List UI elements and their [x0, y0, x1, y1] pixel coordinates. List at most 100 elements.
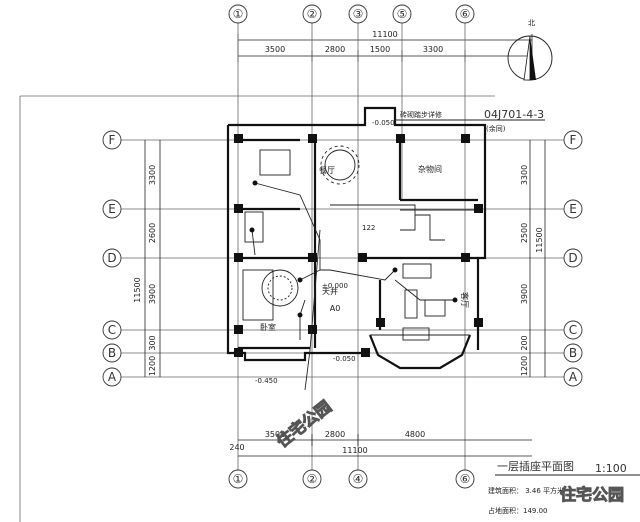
top-dim-4: 3300: [423, 45, 443, 54]
axis-bubble-bottom-6: ⑥: [455, 469, 475, 489]
axis-bubble-top-2: ②: [302, 4, 322, 24]
axis-bubble-bottom-1: ①: [228, 469, 248, 489]
north-label: 北: [528, 19, 535, 27]
svg-text:B: B: [569, 346, 577, 360]
svg-text:A: A: [108, 370, 117, 384]
svg-text:B: B: [108, 346, 116, 360]
left-total-dim: 11500: [133, 277, 142, 302]
level-mark-2: ±0.000: [322, 282, 348, 290]
right-dim-1: 3300: [520, 165, 529, 185]
left-dim-5: 300: [148, 335, 157, 350]
svg-text:C: C: [569, 323, 577, 337]
axis-bubble-top-3: ③: [348, 4, 368, 24]
axis-bubble-right-A: A: [563, 367, 583, 387]
axis-bubble-left-F: F: [102, 130, 122, 150]
svg-text:F: F: [570, 133, 577, 147]
svg-text:D: D: [568, 251, 577, 265]
top-dim-3: 1500: [370, 45, 390, 54]
top-dim-1: 3500: [265, 45, 285, 54]
level-marks: -0.050 ±0.000 -0.050 -0.450 122: [255, 119, 395, 385]
left-dim-2: 2600: [148, 223, 157, 243]
axis-bubble-right-C: C: [563, 320, 583, 340]
axis-bubble-left-A: A: [102, 367, 122, 387]
building-walls: [226, 106, 487, 370]
level-mark-3: -0.050: [333, 355, 356, 363]
left-dim-3: 3900: [148, 284, 157, 304]
bottom-dim-1: 3500: [265, 430, 285, 439]
svg-text:①: ①: [233, 7, 244, 21]
axis-bubble-right-D: D: [563, 248, 583, 268]
svg-text:④: ④: [353, 472, 364, 486]
level-mark-1: -0.050: [372, 119, 395, 127]
right-total-dim: 11500: [535, 227, 544, 252]
right-dim-4: 1200: [520, 356, 529, 376]
detail-ref-label: 砖砌踏步详修: [400, 110, 442, 119]
axis-bubble-top-1: ①: [228, 4, 248, 24]
svg-text:D: D: [107, 251, 116, 265]
area-line-2: 占地面积：149.00: [488, 506, 548, 515]
right-dim-2: 2500: [520, 223, 529, 243]
svg-text:⑥: ⑥: [460, 7, 471, 21]
svg-text:②: ②: [307, 7, 318, 21]
axis-bubble-top-6: ⑥: [455, 4, 475, 24]
detail-ref-note: (余同): [486, 124, 506, 133]
left-dimension-chain: 3300 2600 3900 1200 300 11500: [133, 140, 161, 377]
bottom-total-dim: 11100: [342, 446, 367, 455]
room-label-hall: A0: [330, 304, 341, 313]
bottom-dim-3: 4800: [405, 430, 425, 439]
svg-text:E: E: [569, 202, 577, 216]
top-total-dim: 11100: [372, 30, 397, 39]
room-label-storage: 杂物间: [418, 164, 442, 174]
bottom-dimension-chain: 3500 2800 4800 11100 240: [229, 430, 532, 457]
axis-bubble-right-E: E: [563, 199, 583, 219]
svg-text:②: ②: [307, 472, 318, 486]
room-label-dining: 餐厅: [319, 166, 335, 175]
socket-wiring: [249, 180, 458, 391]
area-line-1: 建筑面积： 3.46 平方米: [488, 486, 564, 495]
watermark-1: 住宅公园: [273, 397, 335, 451]
right-dim-3: 3900: [520, 284, 529, 304]
level-mark-5: 122: [362, 224, 375, 232]
axis-bubble-left-E: E: [102, 199, 122, 219]
svg-text:③: ③: [353, 7, 364, 21]
axis-bubble-bottom-2: ②: [302, 469, 322, 489]
room-label-living: 客厅: [460, 292, 470, 308]
left-dim-1: 3300: [148, 165, 157, 185]
bottom-dim-2: 2800: [325, 430, 345, 439]
north-arrow: 北: [507, 19, 553, 81]
room-labels: 餐厅 杂物间 卧室 A0 天井 客厅: [260, 164, 470, 332]
right-dimension-chain: 3300 2500 3900 1200 200 11500: [520, 140, 546, 377]
svg-text:①: ①: [233, 472, 244, 486]
svg-text:E: E: [108, 202, 116, 216]
axis-bubble-bottom-4: ④: [348, 469, 368, 489]
axis-bubble-top-5: ⑤: [392, 4, 412, 24]
bottom-dim-240: 240: [229, 443, 244, 452]
drawing-title: 一层插座平面图: [497, 459, 574, 473]
top-dim-2: 2800: [325, 45, 345, 54]
axis-bubble-right-F: F: [563, 130, 583, 150]
drawing-scale: 1:100: [595, 462, 627, 475]
axis-bubble-left-C: C: [102, 320, 122, 340]
axis-bubbles: ① ② ③ ⑤ ⑥ ① ② ④ ⑥ F E D C B A F E D C B …: [102, 4, 583, 489]
svg-text:A: A: [569, 370, 578, 384]
top-dimension-chain: 11100 3500 2800 1500 3300: [237, 30, 533, 62]
svg-text:⑥: ⑥: [460, 472, 471, 486]
title-block: 一层插座平面图 1:100 建筑面积： 3.46 平方米 占地面积：149.00: [488, 459, 640, 515]
left-dim-4: 1200: [148, 356, 157, 376]
axis-bubble-left-B: B: [102, 343, 122, 363]
room-label-bedroom: 卧室: [260, 322, 276, 332]
watermarks: 住宅公园 住宅公园: [272, 396, 624, 504]
detail-reference: 砖砌踏步详修 04J701-4-3 (余同): [395, 108, 545, 133]
svg-text:C: C: [108, 323, 116, 337]
watermark-2: 住宅公园: [560, 485, 624, 504]
svg-text:F: F: [109, 133, 116, 147]
structural-columns: [234, 134, 483, 357]
level-mark-4: -0.450: [255, 377, 278, 385]
detail-ref-code: 04J701-4-3: [484, 108, 544, 121]
vertical-grid-lines: [237, 22, 466, 470]
horizontal-grid-lines: [19, 95, 565, 522]
axis-bubble-left-D: D: [102, 248, 122, 268]
furniture: [242, 145, 446, 341]
